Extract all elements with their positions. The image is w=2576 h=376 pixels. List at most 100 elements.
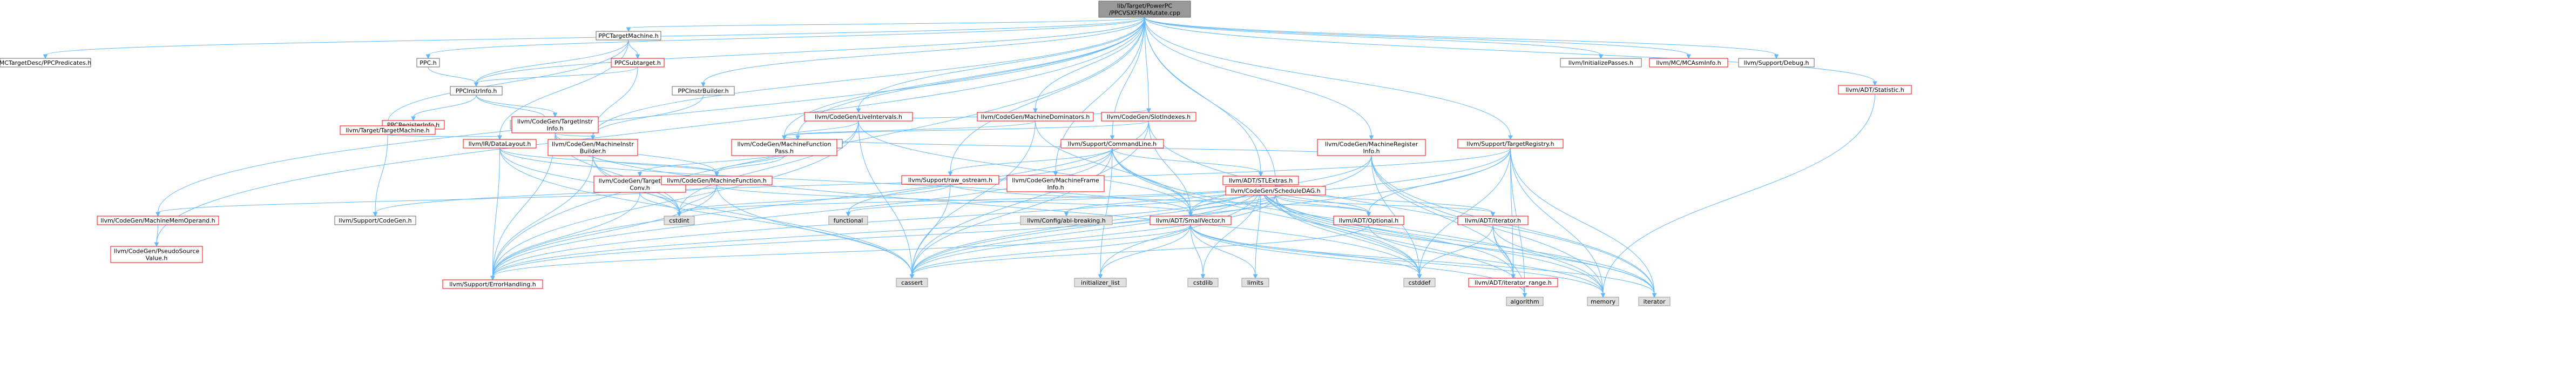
edge-iterator-to-cstddef — [1419, 224, 1493, 276]
node-errhandling[interactable]: llvm/Support/ErrorHandling.h — [442, 279, 543, 289]
node-iterator[interactable]: llvm/ADT/iterator.h — [1457, 216, 1529, 225]
node-targetmachine[interactable]: llvm/Target/TargetMachine.h — [340, 125, 436, 135]
edge-arrowhead-root-to-ppch — [425, 54, 431, 59]
node-box-iterator — [1457, 216, 1529, 225]
node-iterrange[interactable]: llvm/ADT/iterator_range.h — [1468, 278, 1558, 287]
edge-cmdline-to-rawostream — [950, 147, 1113, 173]
node-box-ppcsubtarget — [611, 58, 665, 68]
edge-ppctm-to-datalayout — [499, 39, 629, 137]
node-liveintervals[interactable]: llvm/CodeGen/LiveIntervals.h — [804, 112, 913, 122]
edge-slotindexes-to-iteratorstd — [1148, 120, 1655, 294]
edge-slotindexes-to-cassert — [911, 120, 1149, 276]
node-algorithm: algorithm — [1506, 297, 1544, 306]
node-box-root — [1098, 1, 1191, 18]
edge-root-to-ppch — [428, 17, 1145, 56]
edge-arrowhead-root-to-mctdesc — [43, 54, 48, 59]
node-rawostream[interactable]: llvm/Support/raw_ostream.h — [901, 175, 999, 185]
node-mdomtree[interactable]: llvm/CodeGen/MachineDominators.h — [977, 112, 1094, 122]
edge-arrowhead-root-to-initpasses — [1598, 54, 1604, 59]
edge-arrowhead-mmemop-to-pseudosrc — [154, 242, 159, 247]
edge-stlextras-to-cassert — [911, 184, 1261, 276]
edge-arrowhead-root-to-tgtregistry — [1508, 135, 1513, 140]
node-label-pseudosrc-0: llvm/CodeGen/PseudoSource — [114, 248, 200, 255]
node-datalayout[interactable]: llvm/IR/DataLayout.h — [463, 139, 537, 149]
node-label-mibuilder-0: llvm/CodeGen/MachineInstr — [552, 141, 634, 148]
edge-arrowhead-liveintervals-to-slotindexes — [1146, 108, 1151, 113]
node-mcasminfo[interactable]: llvm/MC/MCAsmInfo.h — [1649, 58, 1728, 68]
edge-rawostream-to-optional — [950, 184, 1369, 213]
node-label-functional-0: functional — [834, 217, 863, 224]
node-smallvector[interactable]: llvm/ADT/SmallVector.h — [1150, 216, 1232, 225]
node-ppctm[interactable]: PPCTargetMachine.h — [596, 31, 661, 41]
node-tgtregistry[interactable]: llvm/Support/TargetRegistry.h — [1457, 139, 1564, 149]
node-box-initpasses — [1560, 58, 1642, 68]
node-label-ppctm-0: PPCTargetMachine.h — [598, 32, 659, 39]
node-debug[interactable]: llvm/Support/Debug.h — [1738, 58, 1815, 68]
edge-mf-to-smallvector — [716, 184, 1191, 213]
node-label-instrbuilder-0: PPCInstrBuilder.h — [678, 88, 728, 95]
node-mmemop[interactable]: llvm/CodeGen/MachineMemOperand.h — [97, 216, 219, 225]
graph-nodes: lib/Target/PowerPC/PPCVSXFMAMutate.cppMC… — [0, 1, 1912, 306]
edge-smallvector-to-limits — [1190, 224, 1256, 276]
node-box-errhandling — [442, 279, 543, 289]
edge-root-to-mctdesc — [45, 17, 1145, 56]
node-box-cstdint — [664, 216, 695, 225]
node-scheduledag[interactable]: llvm/CodeGen/ScheduleDAG.h — [1225, 186, 1326, 196]
edge-arrowhead-iterator-to-algorithm — [1522, 293, 1527, 298]
edge-mreginfo-to-iteratorstd — [1371, 155, 1655, 294]
node-cmdline[interactable]: llvm/Support/CommandLine.h — [1060, 139, 1164, 149]
node-optional[interactable]: llvm/ADT/Optional.h — [1333, 216, 1404, 225]
node-box-initlist — [1074, 278, 1127, 287]
edge-iterator-to-iteratorstd — [1492, 224, 1655, 294]
node-box-cassert — [896, 278, 928, 287]
edge-root-to-mreginfo — [1144, 17, 1372, 137]
node-statistic[interactable]: llvm/ADT/Statistic.h — [1838, 85, 1912, 95]
edge-mf-to-errhandling — [492, 184, 717, 277]
node-label-tgtcallconv-0: llvm/CodeGen/TargetCalling — [599, 178, 681, 185]
node-box-mdomtree — [977, 112, 1094, 122]
node-ppcinstrinfo[interactable]: PPCInstrInfo.h — [450, 86, 503, 96]
edge-arrowhead-tgtregistry-to-codegen — [373, 212, 378, 217]
edge-arrowhead-root-to-ppctm — [626, 27, 631, 32]
node-initpasses[interactable]: llvm/InitializePasses.h — [1560, 58, 1642, 68]
edge-scheduledag-to-optional — [1275, 194, 1369, 213]
node-label-rawostream-0: llvm/Support/raw_ostream.h — [908, 177, 992, 184]
node-instrbuilder[interactable]: PPCInstrBuilder.h — [672, 86, 735, 96]
edge-arrowhead-root-to-mcasminfo — [1686, 54, 1691, 59]
edge-root-to-rawostream — [950, 17, 1145, 173]
node-root[interactable]: lib/Target/PowerPC/PPCVSXFMAMutate.cpp — [1098, 1, 1191, 18]
edge-stlextras-to-cstdint — [679, 184, 1261, 213]
node-label-limits-0: limits — [1247, 279, 1263, 286]
edge-rawostream-to-cstdint — [679, 184, 951, 213]
node-ppcsubtarget[interactable]: PPCSubtarget.h — [611, 58, 665, 68]
node-slotindexes[interactable]: llvm/CodeGen/SlotIndexes.h — [1101, 112, 1196, 122]
node-label-errhandling-0: llvm/Support/ErrorHandling.h — [449, 281, 536, 288]
node-codegen[interactable]: llvm/Support/CodeGen.h — [334, 216, 416, 225]
node-label-datalayout-0: llvm/IR/DataLayout.h — [469, 140, 531, 147]
node-ppch[interactable]: PPC.h — [416, 58, 440, 68]
node-label-cstddef-0: cstddef — [1409, 279, 1431, 286]
edge-arrowhead-scheduledag-to-iterator — [1490, 212, 1496, 217]
node-box-mctdesc — [0, 58, 91, 68]
node-mctdesc[interactable]: MCTargetDesc/PPCPredicates.h — [0, 58, 91, 68]
edge-liveintervals-to-errhandling — [492, 120, 859, 277]
edge-root-to-mcasminfo — [1144, 17, 1689, 56]
edge-cmdline-to-cstddef — [1112, 147, 1420, 276]
edge-tgtregistry-to-iteratorstd — [1510, 147, 1655, 294]
edge-scheduledag-to-iterator — [1275, 194, 1493, 213]
edge-root-to-initpasses — [1144, 17, 1601, 56]
node-mf[interactable]: llvm/CodeGen/MachineFunction.h — [661, 176, 773, 185]
node-label-mfpass-0: llvm/CodeGen/MachineFunction — [737, 141, 831, 148]
node-stlextras[interactable]: llvm/ADT/STLExtras.h — [1222, 176, 1299, 185]
edge-slotindexes-to-mfpass — [784, 120, 1149, 137]
node-label-cstdlib-0: cstdlib — [1193, 279, 1213, 286]
node-cassert: cassert — [896, 278, 928, 287]
node-configabi: llvm/Config/abi-breaking.h — [1020, 216, 1113, 225]
node-box-smallvector — [1150, 216, 1232, 225]
